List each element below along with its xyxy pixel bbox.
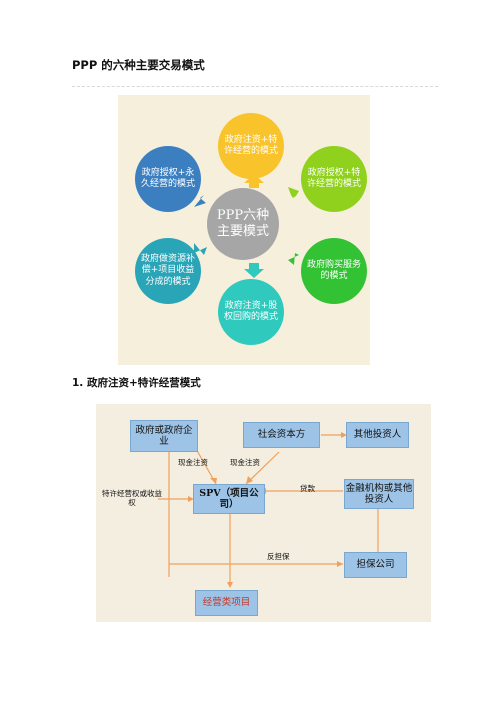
finance-box: 金融机构或其他投资人 <box>344 479 414 509</box>
doc-title: PPP 的六种主要交易模式 <box>72 58 205 72</box>
flow-diagram: 政府或政府企业 社会资本方 其他投资人 SPV（项目公司） 金融机构或其他投资人… <box>96 404 431 622</box>
ppp-modes-diagram: PPP六种主要模式 政府注资+特许经营的模式 政府授权+特许经营的模式 政府购买… <box>118 95 370 365</box>
project-box: 经营类项目 <box>195 590 258 616</box>
other-investor-box: 其他投资人 <box>346 422 409 448</box>
section-heading: 1. 政府注资+特许经营模式 <box>72 377 201 389</box>
arrow-upper-left-icon <box>194 195 206 207</box>
center-node: PPP六种主要模式 <box>207 188 279 260</box>
node-upper-left: 政府授权+永久经营的模式 <box>135 146 201 212</box>
cash-label-2: 现金注资 <box>230 458 260 467</box>
arrow-down-icon <box>244 263 264 278</box>
arrow-up-icon <box>244 174 264 188</box>
node-upper-right: 政府授权+特许经营的模式 <box>301 146 367 212</box>
cash-label-1: 现金注资 <box>178 458 208 467</box>
node-bottom: 政府注资+股权回购的模式 <box>218 279 284 345</box>
arrow-upper-right-icon <box>288 187 299 198</box>
social-capital-box: 社会资本方 <box>243 422 320 448</box>
arrow-lower-right-icon <box>288 253 299 265</box>
divider <box>72 86 438 87</box>
arrow-lower-left-icon <box>194 243 207 255</box>
spv-box: SPV（项目公司） <box>193 484 265 514</box>
counter-guarantee-label: 反担保 <box>267 552 290 561</box>
node-lower-right: 政府购买服务的模式 <box>301 238 367 304</box>
node-lower-left: 政府做资源补偿+项目收益分成的模式 <box>135 238 201 304</box>
franchise-label: 特许经营权或收益权 <box>102 489 162 508</box>
gov-box: 政府或政府企业 <box>130 420 198 452</box>
guarantor-box: 担保公司 <box>344 552 407 578</box>
node-top: 政府注资+特许经营的模式 <box>218 113 284 179</box>
cycle-arrows <box>194 174 299 278</box>
loan-label: 贷款 <box>300 484 315 493</box>
